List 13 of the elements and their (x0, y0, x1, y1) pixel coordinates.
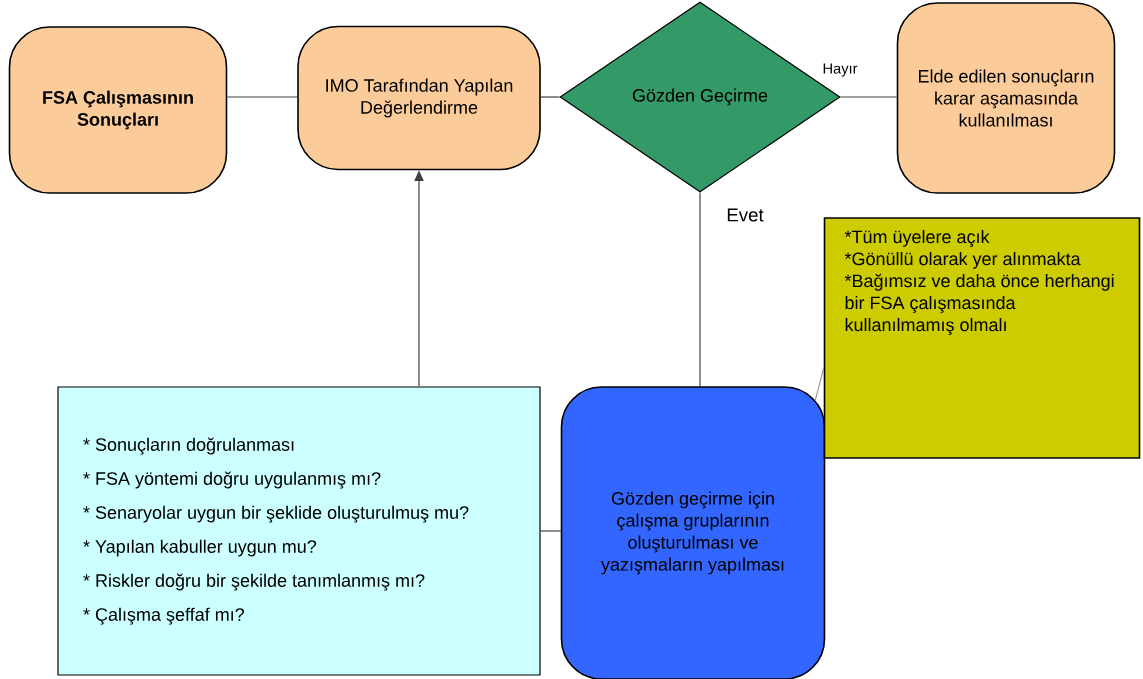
process-box: FSA Çalışmasının Sonuçları (8, 26, 228, 194)
edge-label: Evet (725, 207, 765, 223)
callout-box: *Tüm üyelere açık *Gönüllü olarak yer alınmakta *Bağımsız ve daha önce herhangi bir FSA çalışmasında kullanılmamış olmalı (823, 217, 1141, 459)
process-box: Gözden geçirme için çalışma gruplarının oluşturulması ve yazışmaların yapılması (560, 386, 826, 679)
process-box: Elde edilen sonuçların karar aşamasında kullanılması (896, 2, 1116, 194)
connector-line (840, 96, 898, 98)
connector-line (540, 96, 560, 98)
connector-line (699, 192, 701, 387)
connector-line (540, 530, 562, 532)
process-box: IMO Tarafından Yapılan Değerlendirme (297, 25, 541, 171)
note-box: * Sonuçların doğrulanması * FSA yöntemi doğru uygulanmış mı? * Senaryolar uygun bir şeklide oluşturulmuş mu? * Yapılan kabuller uygun mu? * Riskler doğru bir şekilde tanımlanmış mı? * Çalışma şeffaf mı? (57, 386, 541, 676)
connector-line (226, 96, 298, 98)
leader-line (814, 367, 825, 401)
